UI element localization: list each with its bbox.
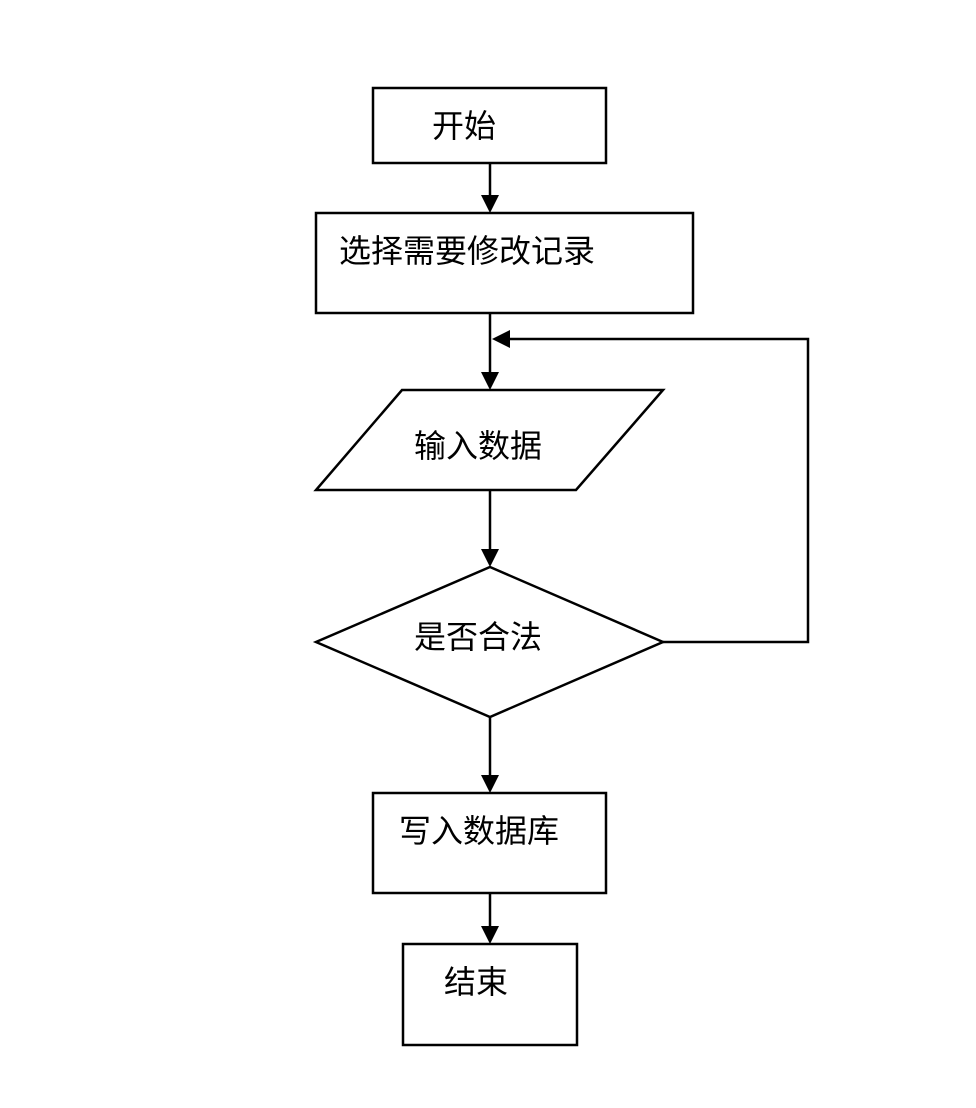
node-write-db: 写入数据库	[371, 791, 608, 895]
node-start: 开始	[371, 86, 608, 165]
edge-select-to-input-arrowhead	[481, 372, 499, 390]
select-record-label: 选择需要修改记录	[339, 232, 595, 270]
edge-decision-to-write	[481, 717, 499, 793]
edge-loop-back-line	[508, 337, 810, 644]
edge-write-to-end-arrowhead	[481, 926, 499, 944]
edge-start-to-select	[481, 163, 499, 213]
node-input-data: 输入数据	[313, 388, 666, 492]
input-data-shape	[313, 388, 666, 492]
select-record-box	[314, 211, 695, 315]
node-select-record: 选择需要修改记录	[314, 211, 695, 315]
is-valid-label: 是否合法	[414, 618, 542, 656]
start-label: 开始	[432, 107, 496, 145]
write-db-label: 写入数据库	[399, 812, 559, 850]
start-box	[371, 86, 608, 165]
input-data-label: 输入数据	[414, 427, 542, 465]
edge-loop-back	[492, 330, 810, 644]
edge-write-to-end	[481, 893, 499, 944]
edge-decision-to-write-arrowhead	[481, 775, 499, 793]
edge-input-to-decision-arrowhead	[481, 549, 499, 567]
edge-input-to-decision	[481, 490, 499, 567]
edge-loop-back-arrowhead	[492, 330, 510, 348]
edge-select-to-input	[481, 313, 499, 390]
node-end: 结束	[401, 942, 579, 1047]
edge-start-to-select-arrowhead	[481, 195, 499, 213]
end-label: 结束	[444, 963, 508, 1001]
node-is-valid: 是否合法	[312, 565, 667, 719]
